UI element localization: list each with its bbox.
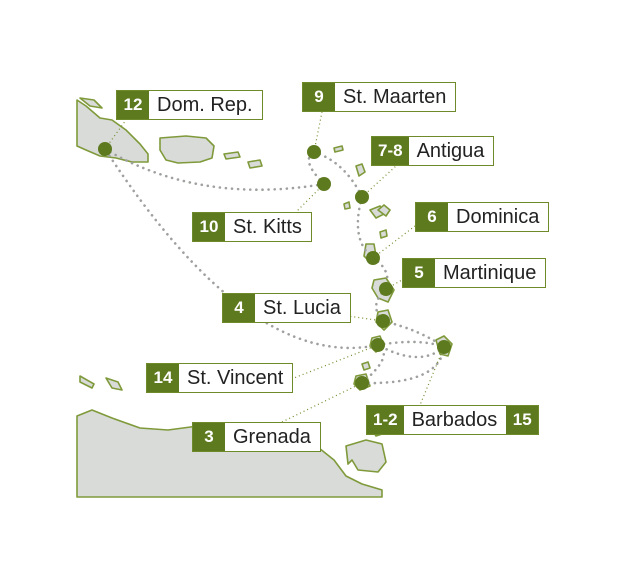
hispaniola-islet — [79, 97, 103, 109]
stop-label-st-kitts: 10 St. Kitts — [192, 212, 312, 242]
stop-label-barbados: 1-2 Barbados 15 — [366, 405, 540, 435]
stop-number-badge: 12 — [117, 91, 149, 119]
curacao-land — [105, 377, 123, 391]
route-segment — [103, 147, 326, 191]
grenadines-land — [361, 361, 371, 371]
aruba-land — [79, 375, 95, 389]
stop-number-badge: 9 — [303, 83, 335, 111]
stop-name: Antigua — [416, 139, 485, 162]
port-marker-st-maarten — [307, 145, 321, 159]
stop-number-badge: 1-2 — [367, 406, 404, 434]
leader-line-st-vincent — [293, 344, 379, 379]
guadeloupe-east-land — [377, 204, 391, 217]
stop-name: Grenada — [233, 425, 311, 448]
stop-name: Dominica — [456, 205, 540, 228]
stop-number-badge: 5 — [403, 259, 435, 287]
stop-name: Martinique — [443, 261, 537, 284]
stop-label-antigua: 7-8 Antigua — [371, 136, 495, 166]
stop-name: Barbados — [411, 408, 498, 431]
stop-name: St. Kitts — [233, 215, 302, 238]
stop-number-badge: 14 — [147, 364, 179, 392]
stop-name: St. Vincent — [187, 366, 284, 389]
port-marker-antigua — [355, 190, 369, 204]
stop-number-badge: 7-8 — [372, 137, 409, 165]
port-marker-st-vincent — [371, 338, 385, 352]
route-segment — [360, 345, 446, 385]
port-marker-dom-rep — [98, 142, 112, 156]
marie-galante-land — [379, 229, 388, 239]
stop-number-badge: 4 — [223, 294, 255, 322]
port-marker-st-lucia — [376, 314, 390, 328]
puerto-rico-land — [159, 135, 215, 164]
port-marker-barbados — [437, 340, 451, 354]
leader-line-st-kitts — [295, 183, 325, 213]
port-markers — [98, 142, 451, 390]
leader-line-barbados — [419, 346, 445, 406]
stop-name: Dom. Rep. — [157, 93, 253, 116]
stop-label-st-lucia: 4 St. Lucia — [222, 293, 351, 323]
stop-label-st-maarten: 9 St. Maarten — [302, 82, 457, 112]
route-segment — [376, 343, 446, 359]
stop-number-badge: 3 — [193, 423, 225, 451]
montserrat-land — [343, 201, 351, 210]
route-segment — [381, 319, 446, 349]
stop-number-badge-return: 15 — [506, 406, 539, 434]
route-segment — [376, 340, 446, 349]
vieques-land — [223, 151, 241, 160]
hispaniola-land — [76, 99, 149, 163]
anguilla-land — [333, 145, 344, 153]
stop-label-dominica: 6 Dominica — [415, 202, 550, 232]
leader-lines — [104, 111, 445, 423]
port-marker-dominica — [366, 251, 380, 265]
leader-line-dominica — [372, 225, 416, 259]
stop-name: St. Lucia — [263, 296, 341, 319]
stop-label-grenada: 3 Grenada — [192, 422, 321, 452]
stop-name: St. Maarten — [343, 85, 447, 108]
route-segment — [371, 256, 389, 291]
barbuda-land — [355, 163, 366, 177]
stop-label-st-vincent: 14 St. Vincent — [146, 363, 294, 393]
port-marker-martinique — [379, 282, 393, 296]
cruise-route — [103, 147, 446, 385]
landmasses — [76, 97, 453, 498]
stop-label-martinique: 5 Martinique — [402, 258, 547, 288]
route-segment — [374, 287, 388, 323]
stop-number-badge: 6 — [416, 203, 448, 231]
leader-line-st-maarten — [313, 111, 323, 153]
port-marker-grenada — [355, 376, 369, 390]
stop-label-dom-rep: 12 Dom. Rep. — [116, 90, 263, 120]
virgin-islands-land — [247, 159, 263, 169]
trinidad-land — [345, 439, 387, 473]
leader-line-grenada — [281, 382, 363, 423]
port-marker-st-kitts — [317, 177, 331, 191]
stop-number-badge: 10 — [193, 213, 225, 241]
